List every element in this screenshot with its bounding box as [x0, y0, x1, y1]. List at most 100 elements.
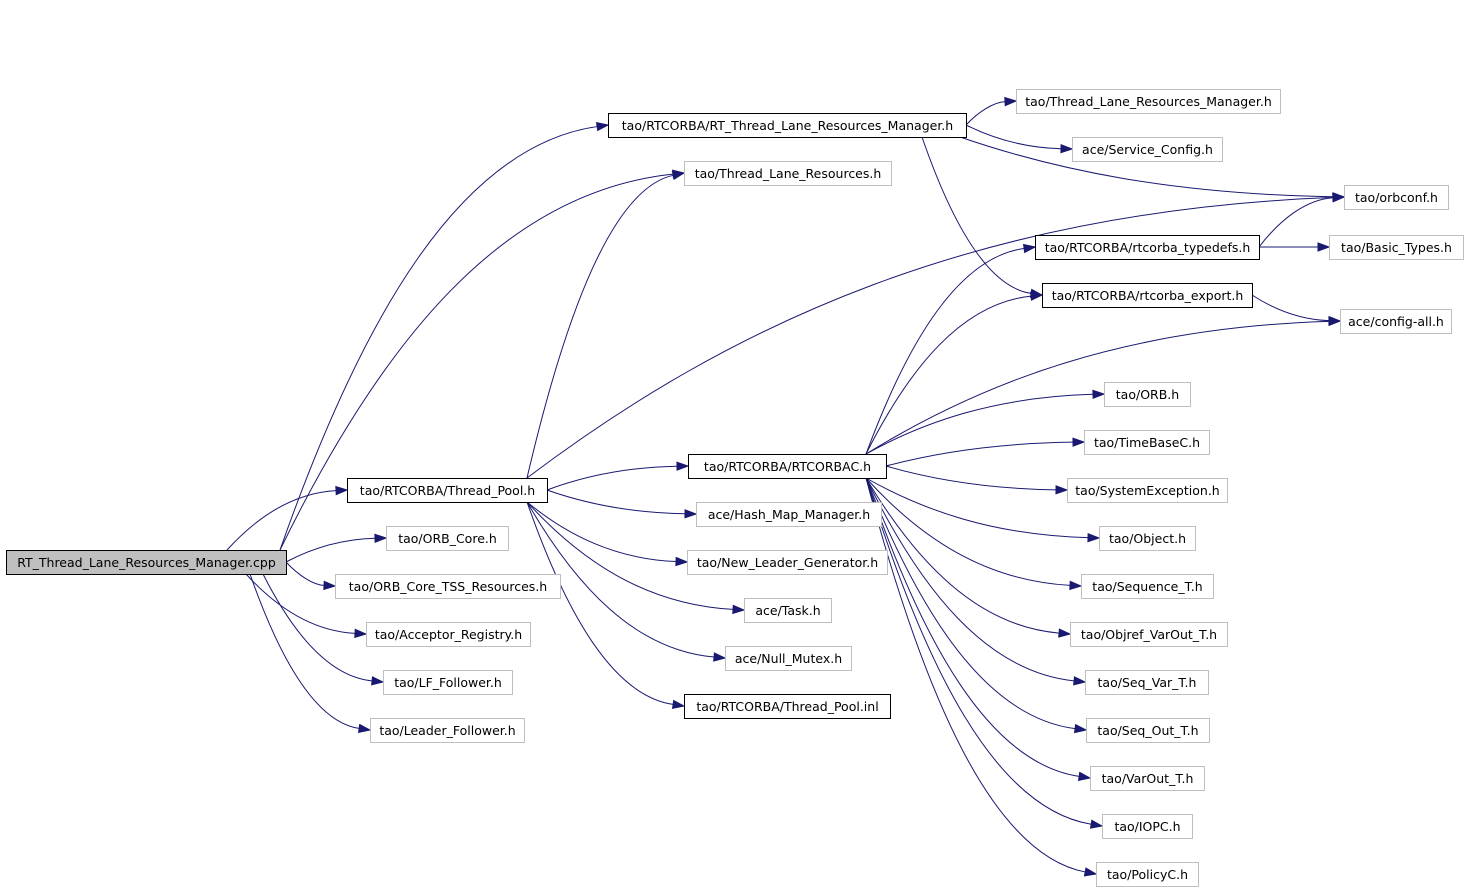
edge-rtcorbac-to-seqvar [865, 477, 1075, 682]
arrowhead-typedefs-to-basic [1317, 242, 1331, 252]
node-timebase[interactable]: tao/TimeBaseC.h [1084, 430, 1210, 455]
node-box-leaderfollower [370, 718, 525, 743]
node-export[interactable]: tao/RTCORBA/rtcorba_export.h [1042, 283, 1253, 308]
edge-rtlrm-to-orbconf [959, 136, 1334, 198]
node-iopc[interactable]: tao/IOPC.h [1102, 814, 1193, 839]
arrowhead-rtcorbac-to-objref [1058, 628, 1072, 638]
node-rtcorbac[interactable]: tao/RTCORBA/RTCORBAC.h [688, 454, 887, 479]
node-orbconf[interactable]: tao/orbconf.h [1344, 185, 1449, 210]
node-box-rtcorbac [688, 454, 887, 479]
node-label-export: tao/RTCORBA/rtcorba_export.h [1052, 288, 1244, 303]
arrowhead-rtcorbac-to-object [1087, 532, 1101, 543]
node-label-rtcorbac: tao/RTCORBA/RTCORBAC.h [704, 459, 871, 474]
arrowhead-threadpool-to-hashmap [684, 509, 698, 519]
edge-rtcorbac-to-seqout [865, 477, 1076, 730]
node-object[interactable]: tao/Object.h [1099, 526, 1196, 551]
edge-root-to-lffollower [262, 573, 373, 682]
node-newleader[interactable]: tao/New_Leader_Generator.h [687, 550, 888, 575]
edge-rtcorbac-to-export [865, 295, 1032, 455]
node-configall[interactable]: ace/config-all.h [1340, 309, 1452, 334]
node-nullmutex[interactable]: ace/Null_Mutex.h [725, 646, 852, 671]
node-lffollower[interactable]: tao/LF_Follower.h [383, 670, 513, 695]
edge-rtcorbac-to-object [865, 477, 1089, 539]
edge-rtlrm-to-export [921, 136, 1032, 294]
node-svccfg[interactable]: ace/Service_Config.h [1072, 137, 1223, 162]
arrowhead-rtcorbac-to-export [1030, 291, 1044, 301]
node-sysexc[interactable]: tao/SystemException.h [1067, 478, 1228, 503]
node-tss[interactable]: tao/ORB_Core_TSS_Resources.h [335, 574, 561, 599]
node-label-root: RT_Thread_Lane_Resources_Manager.cpp [17, 555, 276, 570]
edge-rtcorbac-to-sysexc [885, 465, 1057, 491]
edge-root-to-tlr [279, 173, 674, 551]
arrowhead-rtcorbac-to-iopc [1089, 819, 1104, 829]
arrowhead-root-to-orbcore [374, 533, 388, 544]
edge-root-to-acceptor [245, 573, 356, 634]
node-policyc[interactable]: tao/PolicyC.h [1096, 862, 1199, 887]
arrowhead-root-to-leaderfollower [357, 723, 372, 734]
arrowhead-rtcorbac-to-seqout [1073, 723, 1088, 734]
node-box-iopc [1102, 814, 1193, 839]
node-label-tpinl: tao/RTCORBA/Thread_Pool.inl [696, 699, 878, 714]
node-box-nullmutex [725, 646, 852, 671]
node-label-orbcore: tao/ORB_Core.h [398, 531, 497, 546]
node-orb[interactable]: tao/ORB.h [1104, 382, 1191, 407]
node-label-iopc: tao/IOPC.h [1114, 819, 1180, 834]
edge-rtcorbac-to-seqT [865, 477, 1071, 586]
node-basic[interactable]: tao/Basic_Types.h [1329, 235, 1464, 260]
node-box-configall [1340, 309, 1452, 334]
node-varout[interactable]: tao/VarOut_T.h [1090, 766, 1205, 791]
node-objref[interactable]: tao/Objref_VarOut_T.h [1070, 622, 1228, 647]
arrowhead-threadpool-to-task [732, 604, 746, 615]
node-box-orbconf [1344, 185, 1449, 210]
node-rtlrm[interactable]: tao/RTCORBA/RT_Thread_Lane_Resources_Man… [608, 113, 967, 138]
node-tlrm[interactable]: tao/Thread_Lane_Resources_Manager.h [1016, 89, 1281, 114]
node-task[interactable]: ace/Task.h [744, 598, 832, 623]
edge-root-to-rtlrm [279, 126, 598, 551]
node-typedefs[interactable]: tao/RTCORBA/rtcorba_typedefs.h [1035, 235, 1260, 260]
edge-root-to-threadpool [226, 490, 337, 551]
edge-rtlrm-to-svccfg [965, 124, 1062, 150]
arrowhead-root-to-rtlrm [595, 121, 610, 132]
edge-root-to-orbcore [285, 537, 376, 563]
arrowhead-rtcorbac-to-seqT [1069, 580, 1083, 591]
node-hashmap[interactable]: ace/Hash_Map_Manager.h [696, 502, 882, 527]
edge-rtcorbac-to-orb [865, 393, 1094, 455]
node-label-orbconf: tao/orbconf.h [1355, 190, 1438, 205]
node-label-object: tao/Object.h [1109, 531, 1186, 546]
node-threadpool[interactable]: tao/RTCORBA/Thread_Pool.h [347, 478, 548, 503]
arrowhead-root-to-threadpool [335, 485, 349, 496]
node-box-hashmap [696, 502, 882, 527]
arrowhead-rtcorbac-to-timebase [1072, 437, 1086, 447]
node-label-timebase: tao/TimeBaseC.h [1094, 435, 1200, 450]
node-leaderfollower[interactable]: tao/Leader_Follower.h [370, 718, 525, 743]
node-box-seqvar [1085, 670, 1209, 695]
node-tpinl[interactable]: tao/RTCORBA/Thread_Pool.inl [684, 694, 891, 719]
node-label-tlrm: tao/Thread_Lane_Resources_Manager.h [1025, 94, 1272, 109]
node-label-rtlrm: tao/RTCORBA/RT_Thread_Lane_Resources_Man… [622, 118, 953, 133]
node-acceptor[interactable]: tao/Acceptor_Registry.h [366, 622, 531, 647]
node-label-basic: tao/Basic_Types.h [1341, 240, 1452, 255]
edge-rtcorbac-to-varout [865, 477, 1080, 777]
node-label-newleader: tao/New_Leader_Generator.h [697, 555, 878, 570]
node-seqout[interactable]: tao/Seq_Out_T.h [1086, 718, 1210, 743]
node-label-threadpool: tao/RTCORBA/Thread_Pool.h [360, 483, 535, 498]
node-orbcore[interactable]: tao/ORB_Core.h [386, 526, 509, 551]
edge-threadpool-to-newleader [526, 501, 677, 563]
node-box-policyc [1096, 862, 1199, 887]
arrowhead-root-to-acceptor [354, 628, 368, 639]
node-tlr[interactable]: tao/Thread_Lane_Resources.h [684, 161, 892, 186]
edge-rtcorbac-to-timebase [885, 441, 1074, 467]
node-label-svccfg: ace/Service_Config.h [1082, 142, 1213, 157]
edge-typedefs-to-orbconf [1258, 197, 1334, 248]
node-seqvar[interactable]: tao/Seq_Var_T.h [1085, 670, 1209, 695]
edge-rtcorbac-to-typedefs [865, 247, 1025, 455]
edge-threadpool-to-nullmutex [526, 501, 715, 658]
node-box-acceptor [366, 622, 531, 647]
arrowhead-rtcorbac-to-policyc [1083, 867, 1098, 877]
edge-root-to-leaderfollower [249, 573, 360, 729]
node-box-export [1042, 283, 1253, 308]
arrowhead-threadpool-to-tpinl [671, 699, 686, 710]
arrowhead-typedefs-to-orbconf [1332, 193, 1346, 203]
node-seqT[interactable]: tao/Sequence_T.h [1081, 574, 1214, 599]
